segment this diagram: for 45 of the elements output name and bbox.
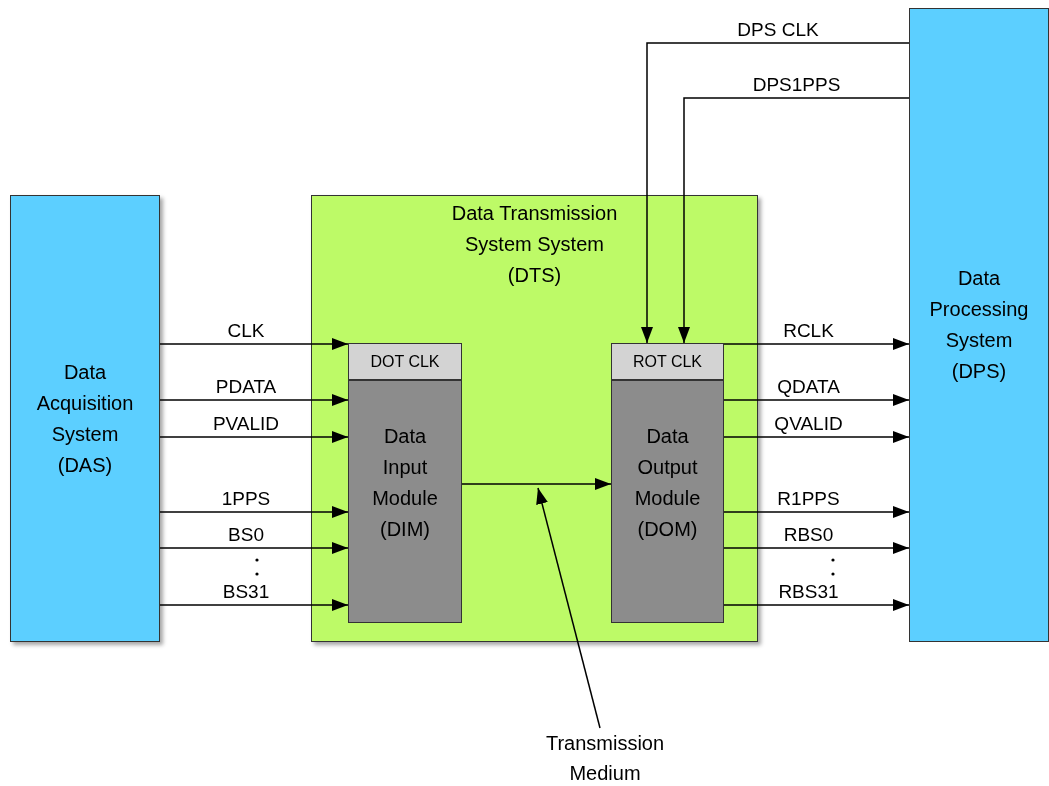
edge-label: DPS1PPS	[752, 74, 841, 96]
node-label: Data Processing System (DPS)	[928, 266, 1030, 384]
node-label: Data Transmission System System (DTS)	[450, 201, 619, 288]
edge-label: 1PPS	[221, 488, 271, 510]
edge-label: BS31	[222, 581, 270, 603]
node-label: Data Acquisition System (DAS)	[35, 359, 135, 478]
module-box	[348, 380, 462, 623]
edge-label: RBS31	[778, 581, 839, 603]
edge-label: CLK	[227, 320, 265, 342]
arrow	[159, 431, 349, 443]
arrow	[678, 97, 910, 344]
arrow	[159, 542, 349, 554]
edge-label: BS0	[228, 524, 264, 546]
arrow	[723, 431, 910, 443]
edge-label: RBS0	[783, 524, 834, 546]
system-box	[311, 195, 758, 642]
arrow	[159, 506, 349, 518]
edge-label: DPS CLK	[737, 19, 819, 41]
node-label: DOT CLK	[370, 351, 440, 372]
annotation-text: Transmission Medium	[520, 728, 690, 786]
edge-label: PDATA	[215, 376, 277, 398]
leader-line	[536, 487, 601, 729]
arrow	[159, 394, 349, 406]
edge-label: R1PPS	[777, 488, 840, 510]
edge-label: RCLK	[783, 320, 834, 342]
clock-box	[611, 343, 724, 380]
edge-label: QDATA	[777, 376, 840, 398]
node-label: Data Input Module (DIM)	[371, 424, 439, 542]
arrow	[461, 478, 612, 490]
arrow	[159, 338, 349, 350]
module-box	[611, 380, 724, 623]
arrow	[641, 42, 910, 344]
system-box	[909, 8, 1049, 642]
node-label: ROT CLK	[632, 351, 703, 372]
edge-label: QVALID	[774, 413, 843, 435]
arrow	[723, 506, 910, 518]
arrow	[159, 599, 349, 611]
edge-label: PVALID	[212, 413, 280, 435]
arrow	[723, 338, 910, 350]
arrow	[723, 542, 910, 554]
clock-box	[348, 343, 462, 380]
arrow	[723, 599, 910, 611]
system-box	[10, 195, 160, 642]
node-label: Data Output Module (DOM)	[633, 424, 702, 542]
arrow	[723, 394, 910, 406]
